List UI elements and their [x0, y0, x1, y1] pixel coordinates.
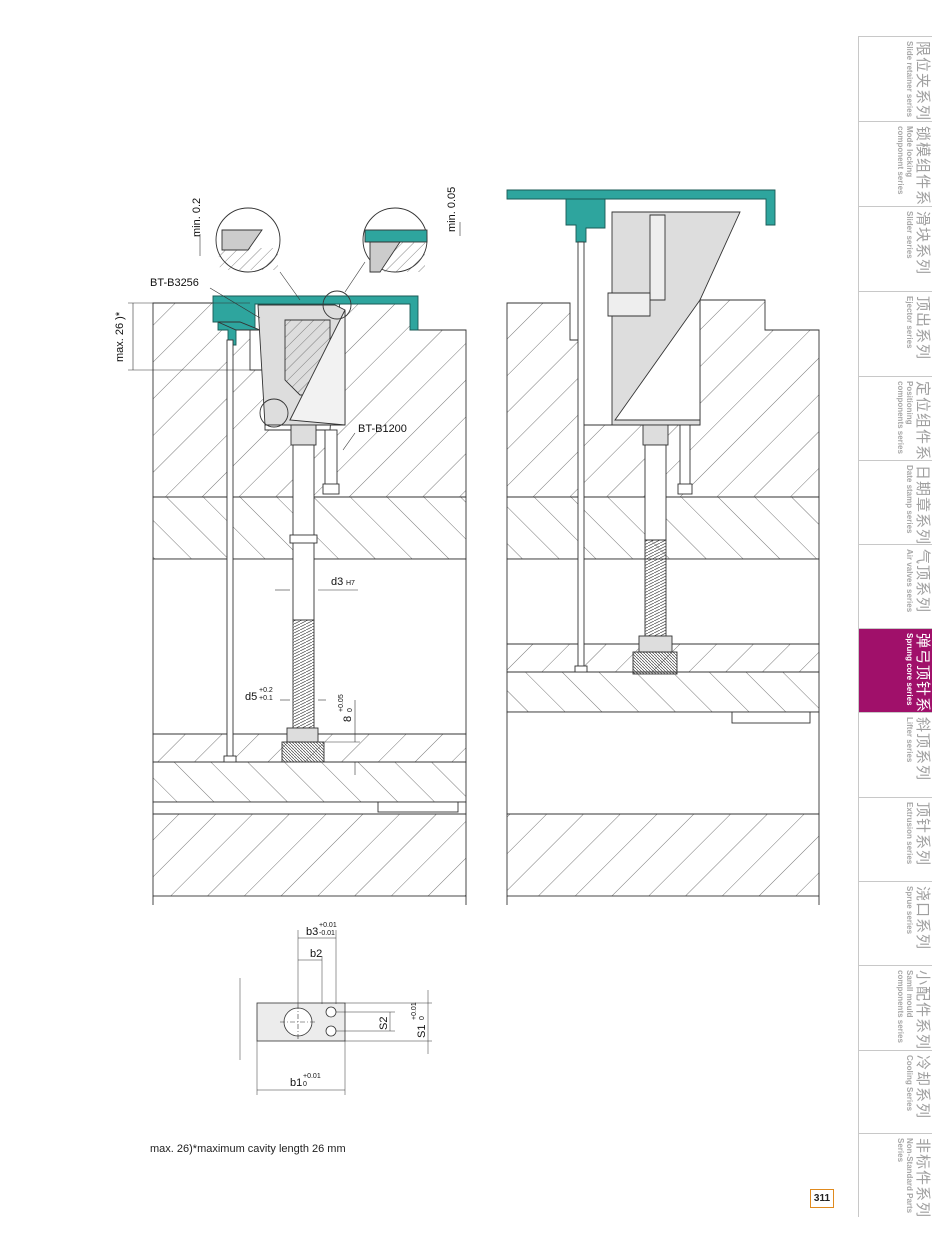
technical-drawing: [128, 189, 820, 1095]
label-eight-tol-upper: +0.05: [338, 694, 345, 712]
right-section-view: [506, 189, 820, 905]
label-max-26: max. 26 )*: [114, 311, 126, 362]
footnote: max. 26)*maximum cavity length 26 mm: [150, 1143, 346, 1155]
label-b3-tol-upper: +0.01: [319, 922, 337, 929]
label-bt-b1200: BT-B1200: [358, 423, 407, 435]
label-d3: d3: [331, 576, 344, 588]
label-d5-tol-lower: +0.1: [259, 695, 273, 702]
plan-view: [239, 930, 432, 1095]
label-b3: b3: [306, 926, 319, 938]
left-section-view: [128, 207, 467, 905]
label-min-02: min. 0.2: [191, 197, 203, 237]
label-h7: H7: [346, 580, 355, 587]
label-b1-tol-lower: 0: [303, 1081, 307, 1088]
label-b1-tol-upper: +0.01: [303, 1073, 321, 1080]
page-number: 311: [810, 1189, 834, 1208]
label-s1-tol-lower: 0: [419, 1016, 426, 1020]
label-eight: 8: [342, 715, 354, 722]
label-b1: b1: [290, 1077, 303, 1089]
label-b3-tol-lower: -0.01: [319, 930, 335, 937]
label-s1-tol-upper: +0.01: [411, 1002, 418, 1020]
label-min-005: min. 0.05: [446, 186, 458, 232]
label-s2: S2: [378, 1016, 390, 1030]
label-s1: S1: [416, 1024, 428, 1038]
label-d5: d5: [245, 691, 258, 703]
label-b2: b2: [310, 948, 323, 960]
label-bt-b3256: BT-B3256: [150, 277, 199, 289]
label-eight-tol-lower: 0: [347, 708, 354, 712]
label-d5-tol-upper: +0.2: [259, 687, 273, 694]
